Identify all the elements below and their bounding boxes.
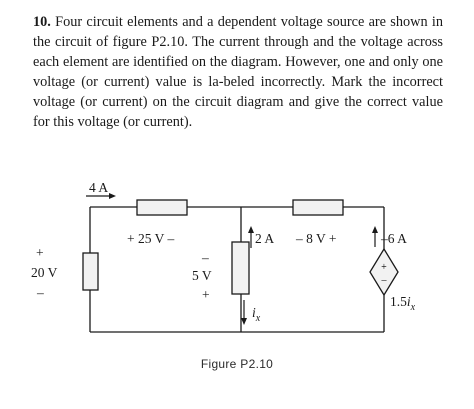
problem-line-3: the voltage across each element are iden…	[33, 34, 443, 70]
label-mid-current: 2 A	[255, 231, 274, 246]
element-left	[82, 252, 99, 291]
ix-sub: x	[255, 313, 261, 324]
label-left-voltage: 20 V	[31, 265, 58, 280]
problem-line-7: current).	[143, 114, 193, 130]
arrow-right-current	[372, 226, 378, 247]
problem-line-1: Four circuit elements and a dependent vo…	[55, 14, 387, 30]
arrow-ix-current	[241, 300, 247, 325]
dependent-source-diamond	[369, 247, 399, 297]
label-right-current: –6 A	[380, 231, 407, 246]
source-minus: –	[381, 275, 388, 286]
ix-var: i	[252, 305, 256, 320]
element-top-right	[292, 199, 344, 216]
label-mid-minus: –	[201, 250, 209, 265]
dep-source-value: 1.5	[390, 294, 407, 309]
problem-statement: 10. Four circuit elements and a dependen…	[33, 12, 443, 132]
problem-line-4: However, one and only one voltage (or cu…	[33, 54, 443, 90]
label-mid-plus: +	[202, 287, 210, 302]
label-top-left-voltage: + 25 V –	[127, 231, 175, 246]
label-top-current: 4 A	[89, 180, 108, 195]
label-mid-voltage: 5 V	[192, 268, 212, 283]
label-dep-source: 1.5ix	[390, 294, 416, 313]
figure-caption: Figure P2.10	[200, 357, 274, 371]
element-middle	[231, 241, 250, 295]
arrow-middle-current	[248, 226, 254, 248]
dep-source-var: i	[407, 294, 411, 309]
arrow-top-current	[86, 193, 116, 199]
problem-line-2: shown in the circuit of figure P2.10. Th…	[33, 14, 443, 50]
label-left-minus: –	[36, 285, 44, 300]
problem-line-5: beled incorrectly. Mark the incorrect vo…	[33, 74, 443, 110]
dep-source-sub: x	[410, 302, 416, 313]
label-ix: ix	[252, 305, 261, 324]
label-top-right-voltage: – 8 V +	[295, 231, 337, 246]
element-top-left	[136, 199, 188, 216]
problem-line-6: circuit diagram and give the correct val…	[33, 94, 443, 130]
label-left-plus: +	[36, 245, 44, 260]
source-plus: +	[381, 262, 387, 273]
problem-number: 10.	[33, 14, 51, 30]
